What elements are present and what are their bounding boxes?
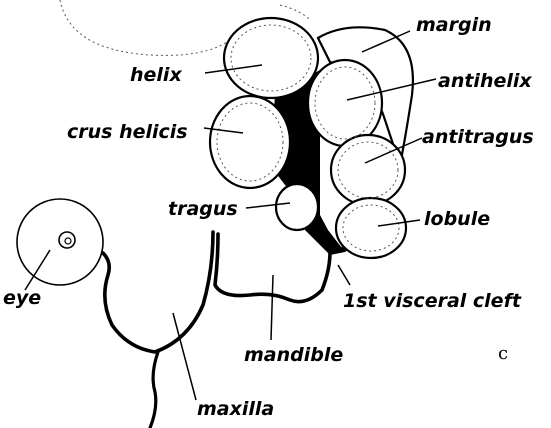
label-eye: eye xyxy=(3,287,41,309)
label-maxilla: maxilla xyxy=(197,398,274,420)
label-antihelix: antihelix xyxy=(438,70,532,92)
eye-iris-dot xyxy=(65,238,71,244)
label-margin: margin xyxy=(416,14,492,36)
leader-mandible xyxy=(271,275,273,340)
leader-1st-visceral-cleft xyxy=(338,265,350,285)
eye-pupil xyxy=(59,232,75,248)
label-1st-visceral-cleft: 1st visceral cleft xyxy=(343,290,522,312)
label-tragus: tragus xyxy=(168,198,238,220)
label-mandible: mandible xyxy=(244,344,343,366)
antihelix-hillock xyxy=(308,60,382,146)
lobule-hillock xyxy=(336,198,406,258)
plate-letter: c xyxy=(498,343,508,364)
maxilla-stem xyxy=(150,352,158,428)
head-outline xyxy=(60,0,230,55)
crus-helicis-hillock xyxy=(210,96,290,188)
label-crus-helicis: crus helicis xyxy=(67,121,188,143)
tragus-hillock xyxy=(276,184,318,230)
label-lobule: lobule xyxy=(424,208,490,230)
maxilla-outline xyxy=(103,232,213,352)
head-outline-right xyxy=(280,5,310,20)
leader-eye xyxy=(25,250,50,290)
helix-hillock xyxy=(224,18,318,98)
antitragus-hillock xyxy=(331,135,405,205)
label-helix: helix xyxy=(130,64,182,86)
label-antitragus: antitragus xyxy=(422,126,534,148)
